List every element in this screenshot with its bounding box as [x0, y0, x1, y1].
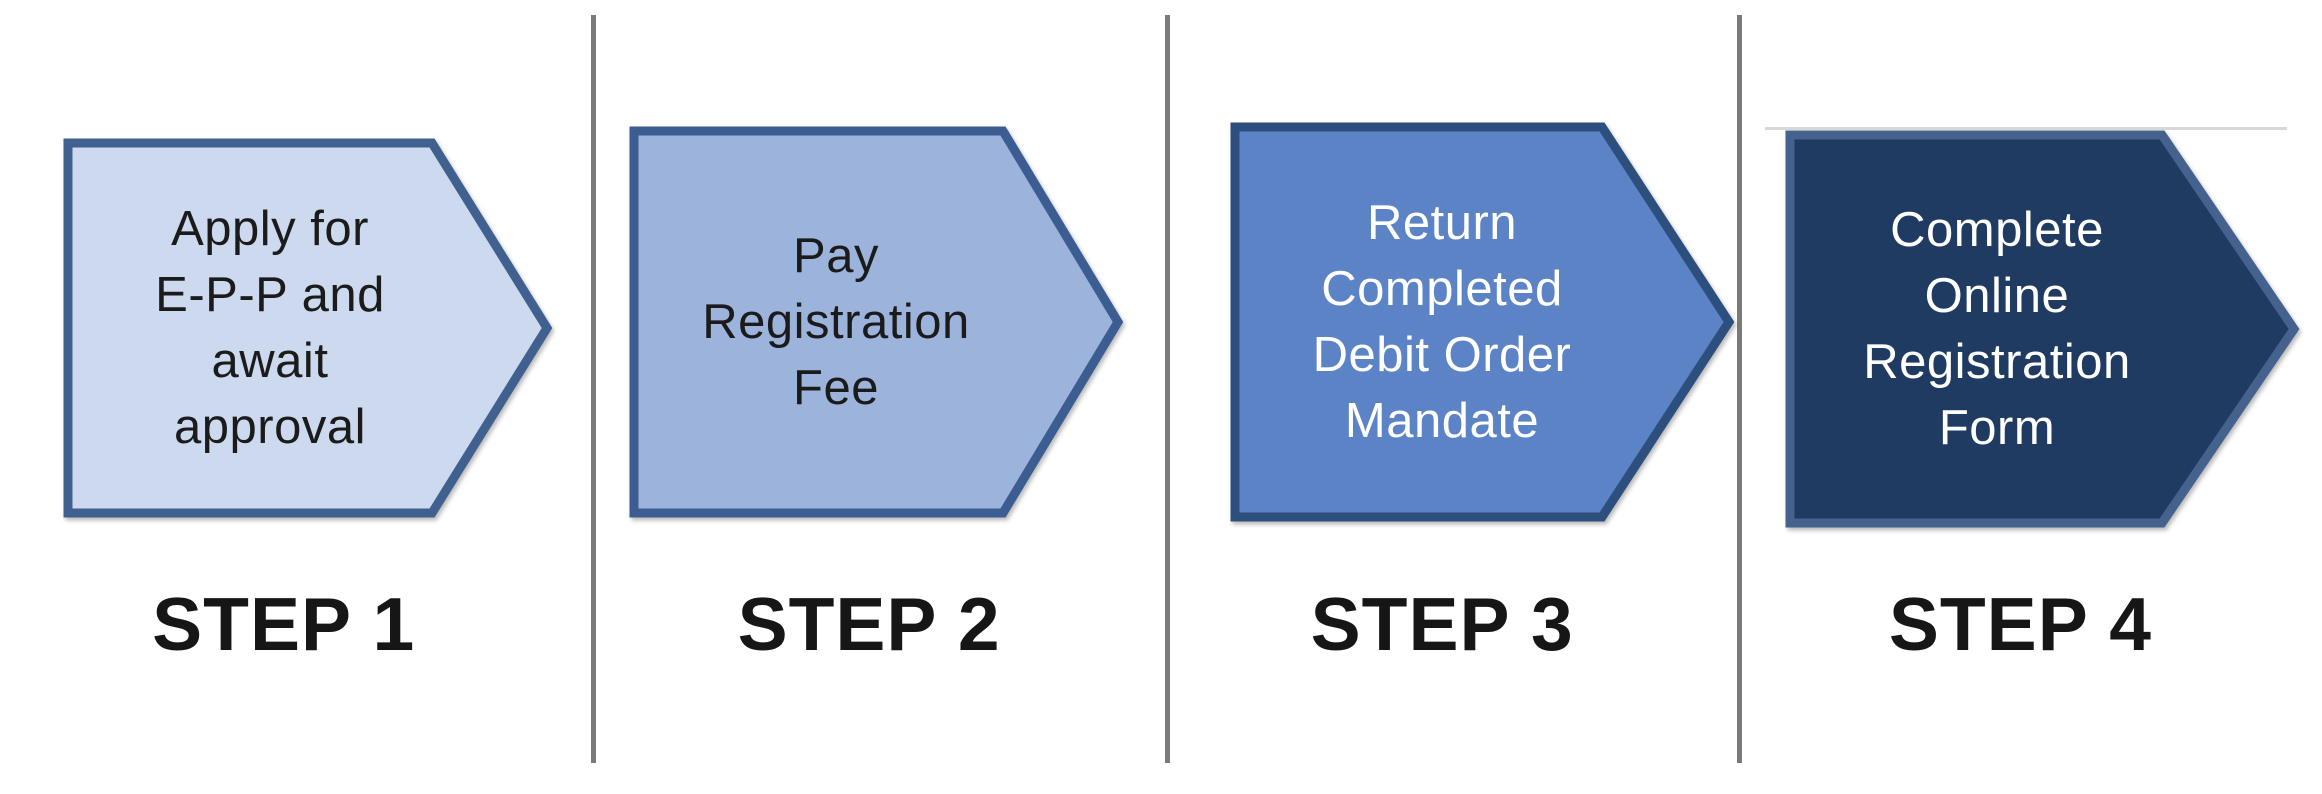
- arrow-text-line: Completed: [1321, 262, 1563, 316]
- arrow-text-line: E-P-P and: [155, 268, 385, 322]
- arrow-text-line: Registration: [1863, 335, 2131, 389]
- arrow-text-line: await: [211, 334, 329, 388]
- arrow-text-line: Form: [1938, 401, 2056, 455]
- arrow-text-line: Online: [1924, 269, 2070, 323]
- step-3-panel: Return Completed Debit Order Mandate STE…: [1170, 0, 1737, 794]
- step-1-arrow-text: Apply for E-P-P and await approval: [60, 138, 480, 518]
- arrow-text-line: Fee: [793, 361, 879, 415]
- step-1-arrow: [63, 138, 553, 518]
- rule-line: [1765, 127, 2287, 130]
- step-4-label: STEP 4: [1888, 582, 2152, 666]
- step-3-arrow-shape: [1230, 122, 1735, 522]
- step-2-arrow: [629, 126, 1124, 518]
- step-4-arrow-text: Complete Online Registration Form: [1782, 130, 2212, 528]
- step-2-label: STEP 2: [737, 582, 1001, 666]
- panel-divider-1: [591, 15, 596, 763]
- step-1-arrow-shape: [63, 138, 553, 518]
- arrow-text-line: approval: [174, 400, 366, 454]
- arrow-text-line: Complete: [1890, 203, 2104, 257]
- step-2-arrow-shape: [629, 126, 1124, 518]
- step-3-arrow-text: Return Completed Debit Order Mandate: [1227, 122, 1657, 522]
- arrow-text-line: Apply for: [171, 202, 369, 256]
- arrow-text-line: Return: [1366, 196, 1518, 250]
- step-4-panel: Complete Online Registration Form STEP 4: [1742, 0, 2322, 794]
- step-2-panel: Pay Registration Fee STEP 2: [596, 0, 1165, 794]
- arrow-text-line: Pay: [793, 229, 879, 283]
- panel-divider-3: [1737, 15, 1742, 763]
- arrow-text-line: Registration: [702, 295, 970, 349]
- step-3-label: STEP 3: [1310, 582, 1574, 666]
- step-1-panel: Apply for E-P-P and await approval STEP …: [0, 0, 591, 794]
- step-4-arrow-shape: [1785, 130, 2300, 528]
- step-1-label: STEP 1: [152, 582, 416, 666]
- arrow-text-line: Debit Order: [1312, 328, 1572, 382]
- arrow-text-line: Mandate: [1344, 394, 1540, 448]
- step-4-arrow: [1785, 130, 2300, 528]
- panel-divider-2: [1165, 15, 1170, 763]
- step-3-arrow: [1230, 122, 1735, 522]
- step-2-arrow-text: Pay Registration Fee: [626, 126, 1046, 518]
